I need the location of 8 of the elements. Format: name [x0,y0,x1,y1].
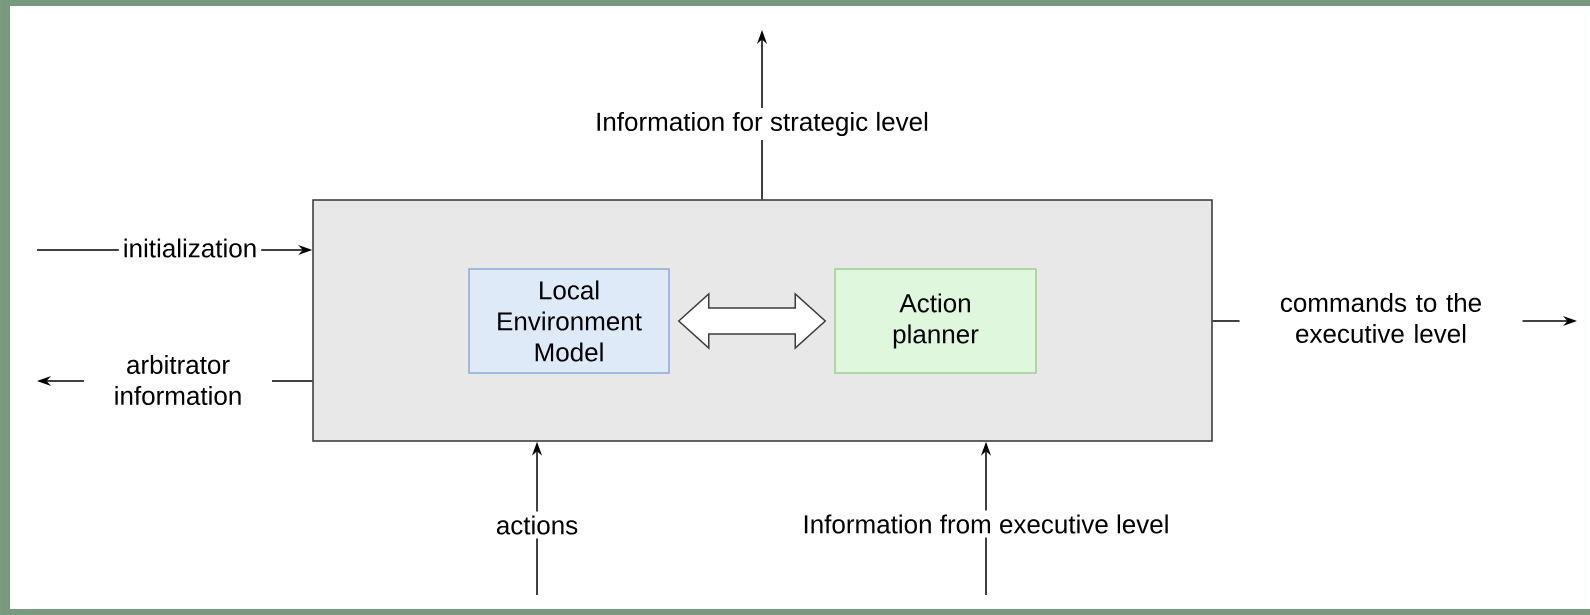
edge-label: Information from executive level [798,510,1174,538]
edge-label: actions [491,511,583,539]
planner-box: Action planner [834,268,1037,374]
edge-label: Information for strategic level [591,107,933,141]
edge-label: commands to the executive level [1239,288,1523,348]
edge-label: initialization [118,234,262,262]
edge-label: arbitrator information [84,350,272,410]
model-box: Local Environment Model [468,268,670,374]
